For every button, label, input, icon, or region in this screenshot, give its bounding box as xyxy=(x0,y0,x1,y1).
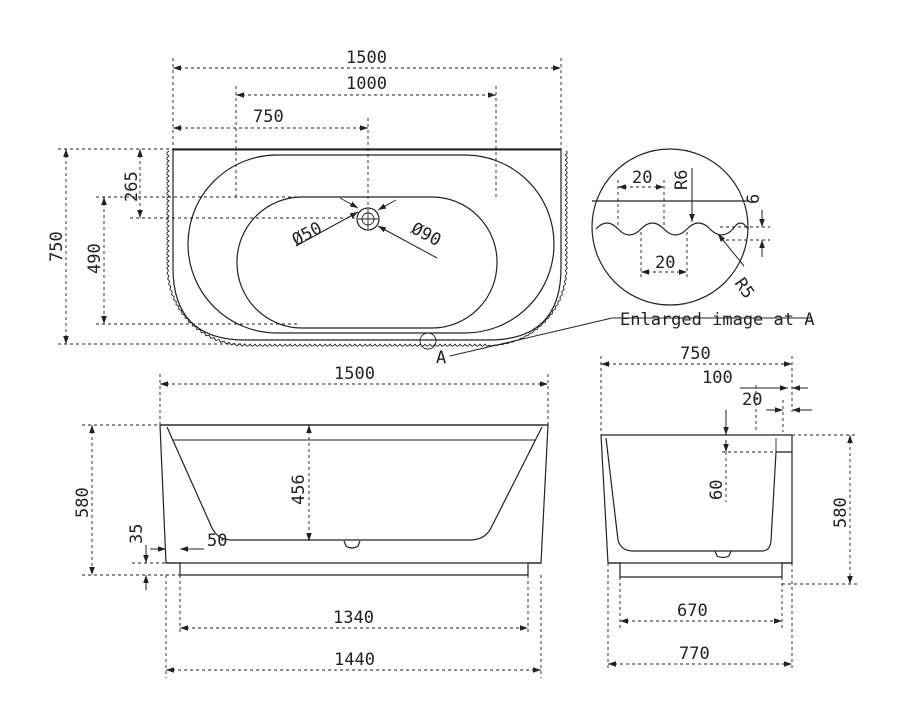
dim-top-1000: 1000 xyxy=(346,74,387,94)
dim-top-265: 265 xyxy=(122,171,142,202)
side-view: 750 100 20 60 580 670 770 xyxy=(600,344,858,670)
dim-side-20: 20 xyxy=(742,390,762,410)
front-view: 1500 580 456 35 50 1340 1440 xyxy=(73,364,549,678)
dim-side-580: 580 xyxy=(831,497,851,528)
dim-front-456: 456 xyxy=(289,474,309,505)
dim-front-580: 580 xyxy=(73,487,93,518)
callout-enlarged: Enlarged image at A xyxy=(620,310,814,330)
side-outline xyxy=(600,434,793,578)
dim-front-35: 35 xyxy=(127,524,147,544)
detail-view: 20 R6 6 20 R5 xyxy=(591,148,770,306)
detail-r5: R5 xyxy=(730,274,758,302)
basin-oval xyxy=(236,196,498,329)
dim-top-490: 490 xyxy=(85,243,105,274)
top-view: Ø50 Ø90 1500 1000 750 750 265 490 A Enla… xyxy=(47,48,814,368)
front-inner-basin xyxy=(166,426,543,541)
side-inner-basin xyxy=(605,437,792,552)
side-drain xyxy=(714,550,732,559)
dim-top-750-depth: 750 xyxy=(47,231,67,262)
drain-outer xyxy=(356,207,380,231)
dim-side-750: 750 xyxy=(680,344,711,364)
detail-a-label: A xyxy=(436,348,446,368)
detail-r6: R6 xyxy=(672,170,692,190)
scalloped-edge xyxy=(166,150,568,347)
dim-side-670: 670 xyxy=(677,601,708,621)
dim-side-60: 60 xyxy=(707,480,727,500)
dim-d50: Ø50 xyxy=(289,218,326,250)
detail-pitch-bottom: 20 xyxy=(655,253,675,273)
dim-d90: Ø90 xyxy=(408,219,445,251)
rim-inner-oval xyxy=(187,154,555,334)
dim-top-1500: 1500 xyxy=(346,48,387,68)
dim-top-750: 750 xyxy=(253,107,284,127)
dim-front-1500: 1500 xyxy=(334,364,375,384)
dim-side-100: 100 xyxy=(702,368,733,388)
detail-a-circle xyxy=(419,332,437,350)
detail-scallop xyxy=(595,222,749,236)
detail-depth: 6 xyxy=(744,194,764,204)
front-drain xyxy=(343,540,361,549)
dim-side-770: 770 xyxy=(679,644,710,664)
dim-front-1340: 1340 xyxy=(333,608,374,628)
tub-outline-top xyxy=(172,148,562,341)
front-outline xyxy=(159,424,549,576)
detail-pitch-top: 20 xyxy=(632,168,652,188)
dim-front-50: 50 xyxy=(207,531,227,551)
dim-front-1440: 1440 xyxy=(334,650,375,670)
detail-circle xyxy=(591,148,749,306)
